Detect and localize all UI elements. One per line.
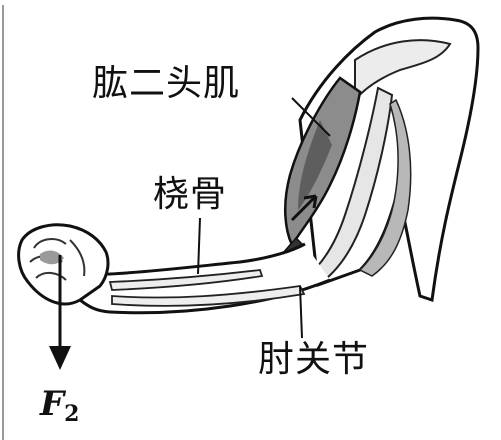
elbow-joint-label: 肘关节 — [258, 340, 369, 380]
biceps-label: 肱二头肌 — [92, 64, 240, 104]
force-label: F2 — [40, 384, 79, 427]
force-symbol: F — [40, 384, 64, 424]
force-subscript: 2 — [64, 401, 79, 427]
radius-label: 桡骨 — [153, 175, 227, 215]
force-arrowhead — [49, 346, 71, 370]
